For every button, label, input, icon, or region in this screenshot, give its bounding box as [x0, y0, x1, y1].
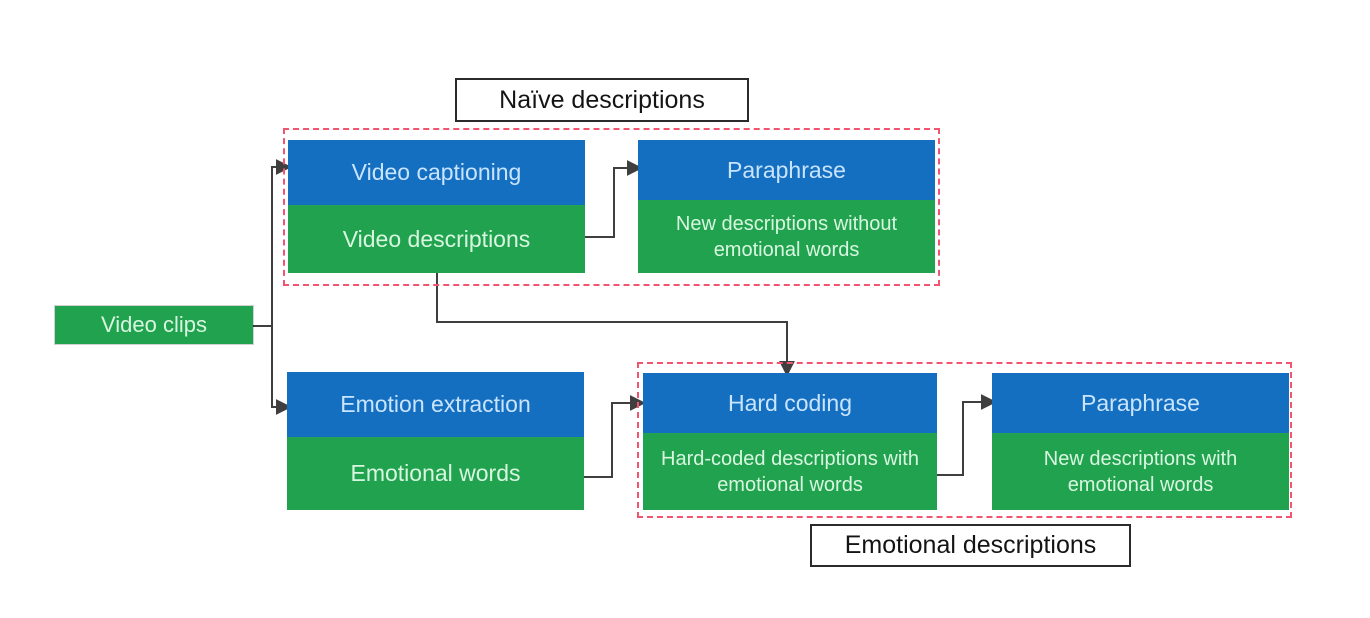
emotional-descriptions-label: Emotional descriptions — [810, 524, 1131, 567]
naive-descriptions-label: Naïve descriptions — [455, 78, 749, 122]
emotional-descriptions-group-outline — [637, 362, 1292, 518]
paraphrase-emotional-output: New descriptions with emotional words — [992, 433, 1289, 510]
paraphrase-naive-title: Paraphrase — [638, 140, 935, 200]
hard-coding-output: Hard-coded descriptions with emotional w… — [643, 433, 937, 510]
hard-coding-title: Hard coding — [643, 373, 937, 433]
emotion-extraction-output: Emotional words — [287, 437, 584, 510]
paraphrase-emotional-title: Paraphrase — [992, 373, 1289, 433]
arrow-video-clips-to-emotion-extraction — [271, 326, 292, 415]
arrow-emotional-words-to-hard-coding — [584, 395, 646, 478]
hard-coding-node: Hard coding Hard-coded descriptions with… — [643, 373, 937, 510]
naive-descriptions-group-outline — [283, 128, 940, 286]
arrow-video-descriptions-to-hard-coding — [436, 273, 795, 377]
emotion-extraction-node: Emotion extraction Emotional words — [287, 372, 584, 510]
arrow-video-clips-to-video-captioning — [271, 159, 292, 326]
paraphrase-emotional-node: Paraphrase New descriptions with emotion… — [992, 373, 1289, 510]
video-captioning-node: Video captioning Video descriptions — [288, 140, 585, 273]
video-captioning-output: Video descriptions — [288, 205, 585, 273]
video-clips-box: Video clips — [55, 306, 253, 344]
paraphrase-naive-output: New descriptions without emotional words — [638, 200, 935, 273]
paraphrase-naive-node: Paraphrase New descriptions without emot… — [638, 140, 935, 273]
emotion-extraction-title: Emotion extraction — [287, 372, 584, 437]
video-captioning-title: Video captioning — [288, 140, 585, 205]
